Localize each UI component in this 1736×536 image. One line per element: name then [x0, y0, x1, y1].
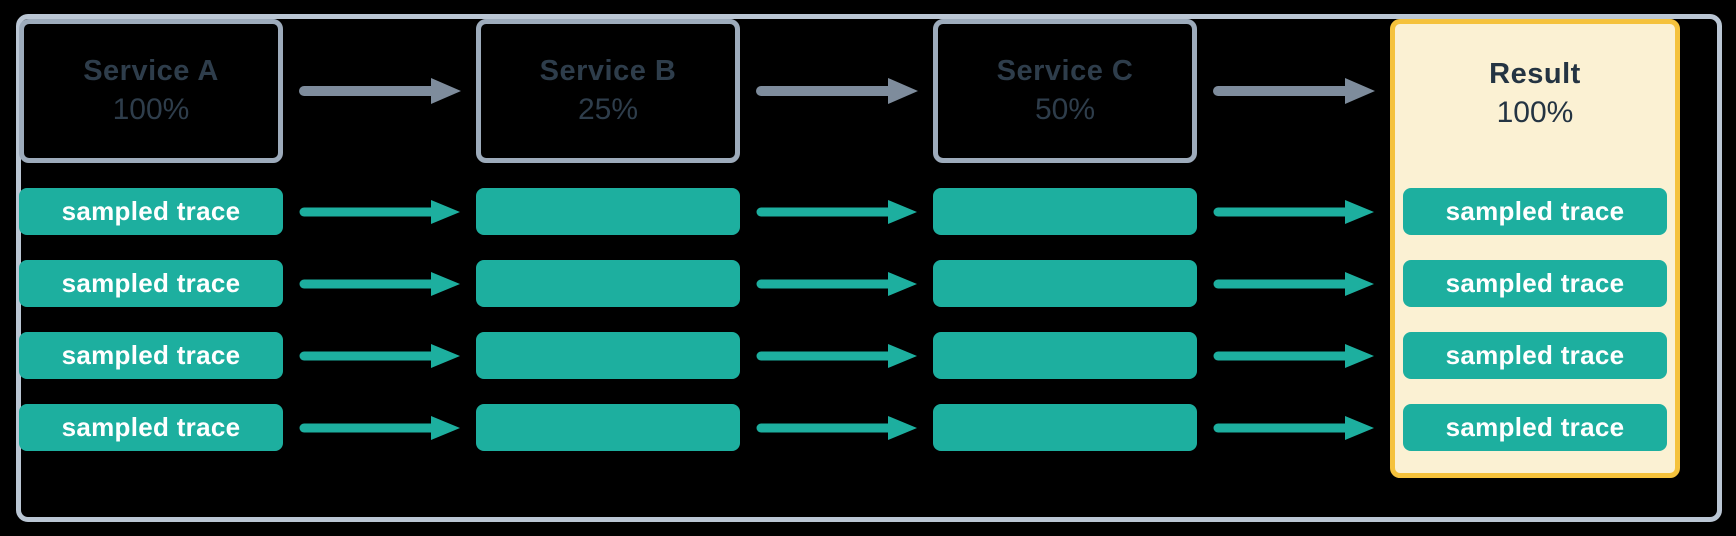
- trace-arrow-zone: [754, 260, 920, 307]
- trace-bar-labeled: sampled trace: [19, 188, 283, 235]
- result-header: Result 100%: [1403, 57, 1667, 129]
- service-c-title: Service C: [996, 55, 1134, 87]
- trace-bar-unlabeled: [476, 332, 740, 379]
- trace-bar-labeled: sampled trace: [19, 404, 283, 451]
- sampling-flow-diagram: Service A 100% sampled trace sampled tra…: [19, 19, 1680, 478]
- trace-arrow-zone: [754, 404, 920, 451]
- trace-bar-labeled: sampled trace: [1403, 188, 1667, 235]
- trace-arrow-icon: [756, 271, 917, 296]
- trace-bar-labeled: sampled trace: [1403, 332, 1667, 379]
- service-b-rate: 25%: [577, 93, 639, 126]
- trace-bar-labeled: sampled trace: [1403, 260, 1667, 307]
- trace-bar-unlabeled: [476, 260, 740, 307]
- trace-bar-unlabeled: [933, 188, 1197, 235]
- service-a-header-zone: Service A 100%: [19, 19, 283, 163]
- flow-arrow-zone: [297, 19, 463, 163]
- result-rate: 100%: [1496, 95, 1574, 129]
- service-b-header-zone: Service B 25%: [476, 19, 740, 163]
- service-b-box: Service B 25%: [476, 19, 740, 163]
- trace-arrow-icon: [756, 199, 917, 224]
- trace-arrow-zone: [1211, 332, 1377, 379]
- flow-arrow-zone: [754, 19, 920, 163]
- service-b-title: Service B: [539, 55, 677, 87]
- arrows-a-to-b: [283, 19, 476, 451]
- trace-bar-unlabeled: [933, 332, 1197, 379]
- flow-arrow-icon: [1212, 78, 1375, 104]
- service-a-title: Service A: [83, 55, 219, 87]
- trace-arrow-zone: [297, 188, 463, 235]
- trace-arrow-icon: [299, 271, 460, 296]
- trace-bar-labeled: sampled trace: [19, 260, 283, 307]
- service-c-header-zone: Service C 50%: [933, 19, 1197, 163]
- trace-arrow-icon: [299, 415, 460, 440]
- trace-bar-labeled: sampled trace: [19, 332, 283, 379]
- trace-arrow-icon: [756, 343, 917, 368]
- outer-frame: [16, 14, 1722, 522]
- service-a-rate: 100%: [112, 93, 190, 126]
- service-a-column: Service A 100% sampled trace sampled tra…: [19, 19, 283, 451]
- trace-arrow-zone: [754, 332, 920, 379]
- flow-arrow-icon: [755, 78, 918, 104]
- service-c-box: Service C 50%: [933, 19, 1197, 163]
- trace-arrow-zone: [1211, 260, 1377, 307]
- trace-arrow-zone: [297, 260, 463, 307]
- result-box: Result 100% sampled trace sampled trace …: [1390, 19, 1680, 478]
- trace-arrow-icon: [756, 415, 917, 440]
- trace-arrow-icon: [299, 199, 460, 224]
- flow-arrow-zone: [1211, 19, 1377, 163]
- service-c-rate: 50%: [1034, 93, 1096, 126]
- arrows-b-to-c: [740, 19, 933, 451]
- trace-bar-unlabeled: [933, 404, 1197, 451]
- trace-arrow-icon: [1213, 415, 1374, 440]
- flow-arrow-icon: [298, 78, 461, 104]
- result-title: Result: [1489, 57, 1581, 90]
- trace-bar-unlabeled: [933, 260, 1197, 307]
- service-a-box: Service A 100%: [19, 19, 283, 163]
- result-header-zone: Result 100%: [1403, 24, 1667, 163]
- service-b-column: Service B 25%: [476, 19, 740, 451]
- trace-bar-unlabeled: [476, 404, 740, 451]
- service-c-column: Service C 50%: [933, 19, 1197, 451]
- trace-arrow-zone: [1211, 188, 1377, 235]
- trace-arrow-zone: [1211, 404, 1377, 451]
- trace-arrow-zone: [754, 188, 920, 235]
- arrows-c-to-result: [1197, 19, 1390, 451]
- trace-arrow-icon: [1213, 271, 1374, 296]
- trace-arrow-icon: [1213, 343, 1374, 368]
- trace-arrow-zone: [297, 404, 463, 451]
- trace-bar-labeled: sampled trace: [1403, 404, 1667, 451]
- trace-bar-unlabeled: [476, 188, 740, 235]
- trace-arrow-icon: [1213, 199, 1374, 224]
- trace-arrow-icon: [299, 343, 460, 368]
- trace-arrow-zone: [297, 332, 463, 379]
